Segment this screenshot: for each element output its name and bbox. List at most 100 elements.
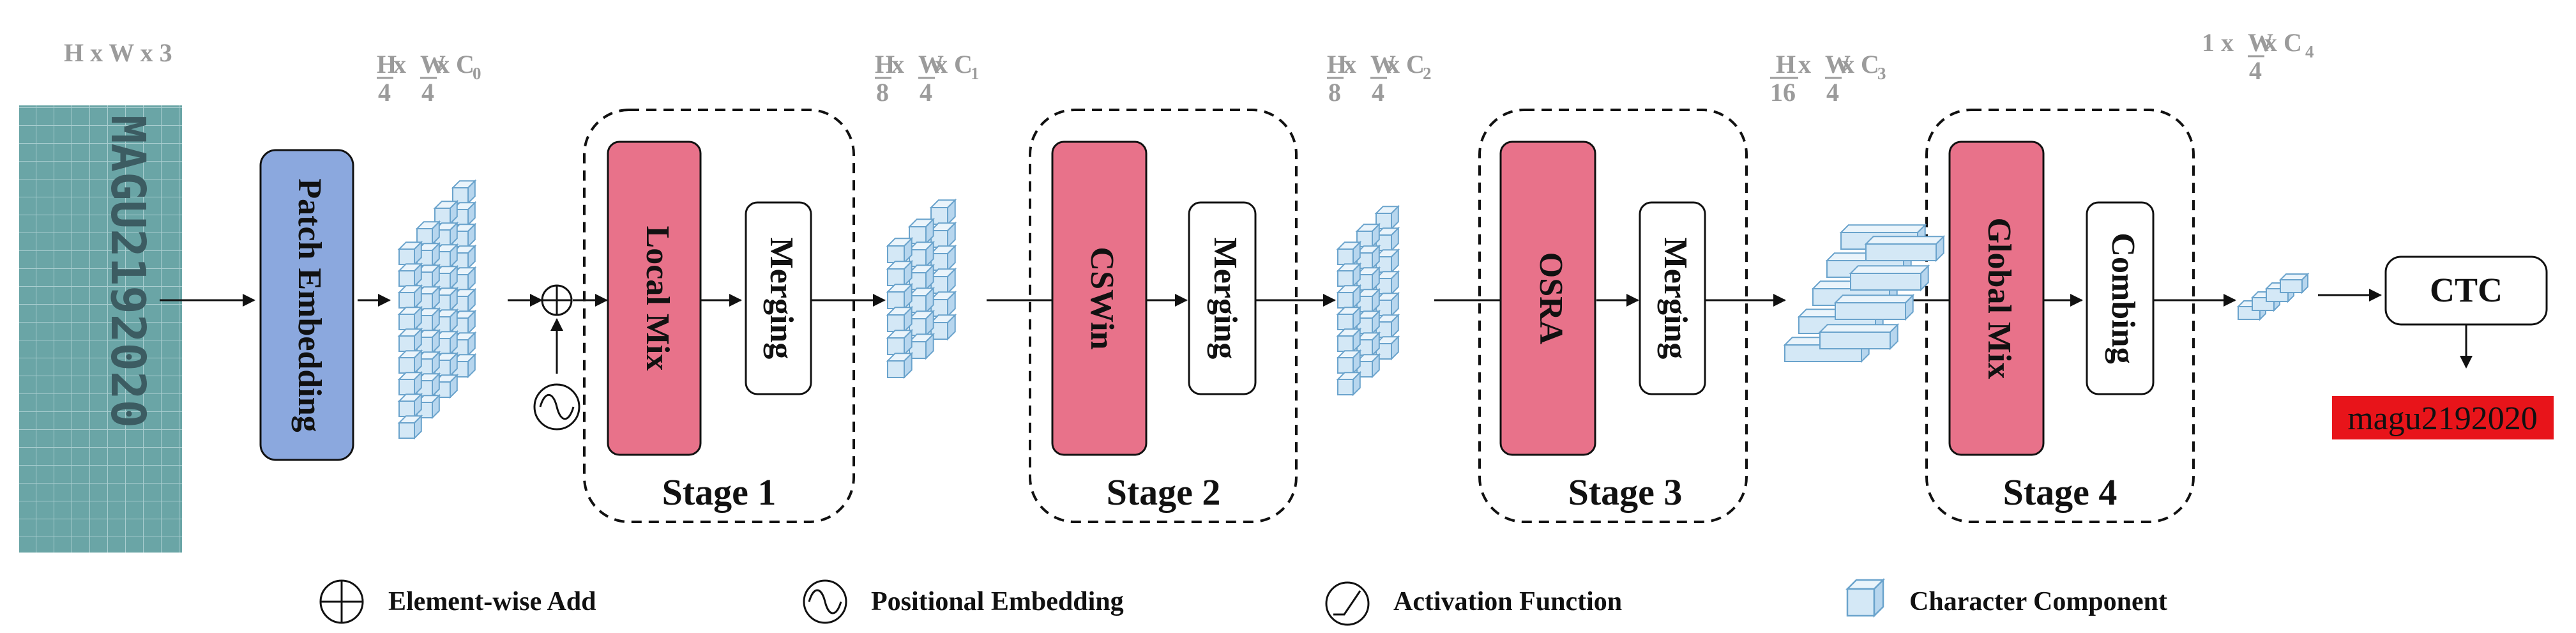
cube-icon — [1849, 264, 1930, 292]
cube-icon — [886, 236, 914, 264]
cube-icon — [1864, 234, 1946, 263]
dimension-denominator: 4 — [2249, 56, 2262, 85]
cube-icon — [886, 328, 914, 356]
dimension-label: H4 x W4 x C0 — [377, 50, 481, 107]
cube-icon — [886, 282, 914, 310]
activation-icon — [1325, 581, 1370, 626]
cube-icon — [1336, 305, 1362, 332]
input-image: MAGU2192020 — [19, 105, 182, 553]
cube-icon — [1374, 270, 1400, 296]
cube-icon — [433, 221, 459, 247]
dimension-subscript: 1 — [971, 64, 980, 83]
cube-icon — [1336, 284, 1362, 310]
cube-icon — [886, 259, 914, 287]
cube-icon — [929, 313, 957, 341]
patch-embedding-label: Patch Embedding — [291, 178, 328, 432]
cube-icon — [2278, 272, 2310, 294]
cube-icon — [929, 198, 957, 226]
legend-positional-embedding: Positional Embedding — [871, 587, 1124, 616]
dimension-text: x C — [1387, 50, 1425, 79]
stage-4-label: Stage 4 — [2003, 471, 2118, 513]
cube-icon — [433, 243, 459, 269]
dimension-text: x — [1344, 50, 1356, 79]
dimension-text: x C — [935, 50, 973, 79]
stage-3-merge-label: Merging — [1657, 238, 1693, 360]
cube-icon — [1336, 240, 1362, 266]
ctc-label: CTC — [2430, 271, 2503, 309]
cube-icon — [397, 370, 423, 397]
stage-4-block-label: Global Mix — [1981, 218, 2017, 379]
sine-circle-icon — [533, 383, 580, 431]
cube-icon — [1336, 370, 1362, 397]
cube-icon — [907, 240, 936, 268]
dimension-subscript: 2 — [1423, 64, 1432, 83]
stage-1-label: Stage 1 — [662, 471, 777, 513]
cube-icon — [1374, 204, 1400, 231]
stage-2: CSWin Merging Stage 2 — [1029, 109, 1298, 523]
cube-icon — [415, 220, 441, 246]
result-text: magu2192020 — [2347, 400, 2538, 437]
cube-icon — [907, 217, 936, 245]
cube-icon — [397, 349, 423, 375]
stage-2-block-label: CSWin — [1084, 247, 1120, 350]
dimension-text: x C — [2264, 28, 2302, 57]
dimension-text: x — [1798, 50, 1811, 79]
dimension-label: H8 x W4 x C2 — [1327, 50, 1432, 107]
legend-activation-function: Activation Function — [1393, 587, 1622, 616]
dimension-subscript: 4 — [2305, 42, 2314, 61]
stage-3-block-label: OSRA — [1533, 252, 1569, 345]
stage-2-merge-label: Merging — [1207, 238, 1243, 360]
result-output: magu2192020 — [2332, 396, 2554, 439]
stage-1-block-label: Local Mix — [639, 226, 676, 371]
cube-icon — [433, 373, 459, 399]
cube-icon — [1845, 577, 1886, 618]
cube-icon — [886, 305, 914, 333]
cube-icon — [929, 267, 957, 295]
sine-circle-icon — [803, 579, 847, 624]
dimension-numerator: H — [1776, 50, 1796, 79]
dimension-denominator: 8 — [1328, 78, 1341, 107]
cube-icon — [397, 262, 423, 288]
dimension-denominator: 4 — [378, 78, 391, 107]
dimension-text: H x W x 3 — [64, 38, 172, 67]
dimension-subscript: 0 — [473, 64, 481, 83]
cube-icon — [1818, 323, 1900, 351]
dimension-subscript: 3 — [1877, 64, 1886, 83]
dimension-text: x — [891, 50, 904, 79]
cube-icon — [886, 351, 914, 379]
cube-icon — [929, 290, 957, 318]
dimension-label: H16 x W4 x C3 — [1770, 50, 1886, 107]
cube-icon — [1355, 331, 1381, 357]
dimension-numerator: W — [918, 50, 944, 79]
cube-icon — [415, 393, 441, 420]
cube-icon — [397, 240, 423, 266]
cube-icon — [451, 201, 477, 227]
legend-element-wise-add: Element-wise Add — [388, 587, 596, 616]
dimension-denominator: 4 — [1372, 78, 1384, 107]
dimension-numerator: W — [2248, 28, 2273, 57]
patch-embedding-block: Patch Embedding — [259, 149, 354, 461]
stage-3: OSRA Merging Stage 3 — [1478, 109, 1748, 523]
cube-icon — [1374, 248, 1400, 274]
cube-icon — [397, 414, 423, 440]
cube-icon — [1336, 262, 1362, 288]
feature-maps — [397, 179, 2310, 440]
plus-circle-icon — [541, 284, 573, 316]
dimension-label: H8 x W4 x C1 — [875, 50, 980, 107]
stage-2-label: Stage 2 — [1107, 471, 1221, 513]
legend-character-component: Character Component — [1909, 587, 2167, 616]
dimension-numerator: W — [1825, 50, 1851, 79]
dimension-label: 1 x W4 x C 4 — [2202, 28, 2314, 85]
cube-icon — [929, 221, 957, 249]
dimension-text: x — [393, 50, 406, 79]
stage-4: Global Mix Combing Stage 4 — [1925, 109, 2195, 523]
flow-arrows — [160, 289, 2473, 374]
plus-circle-icon — [319, 579, 364, 624]
cube-icon — [907, 286, 936, 314]
stage-1-merge-label: Merging — [763, 238, 799, 360]
dimension-numerator: H — [875, 50, 895, 79]
cube-icon — [397, 327, 423, 353]
cube-icon — [451, 179, 477, 205]
